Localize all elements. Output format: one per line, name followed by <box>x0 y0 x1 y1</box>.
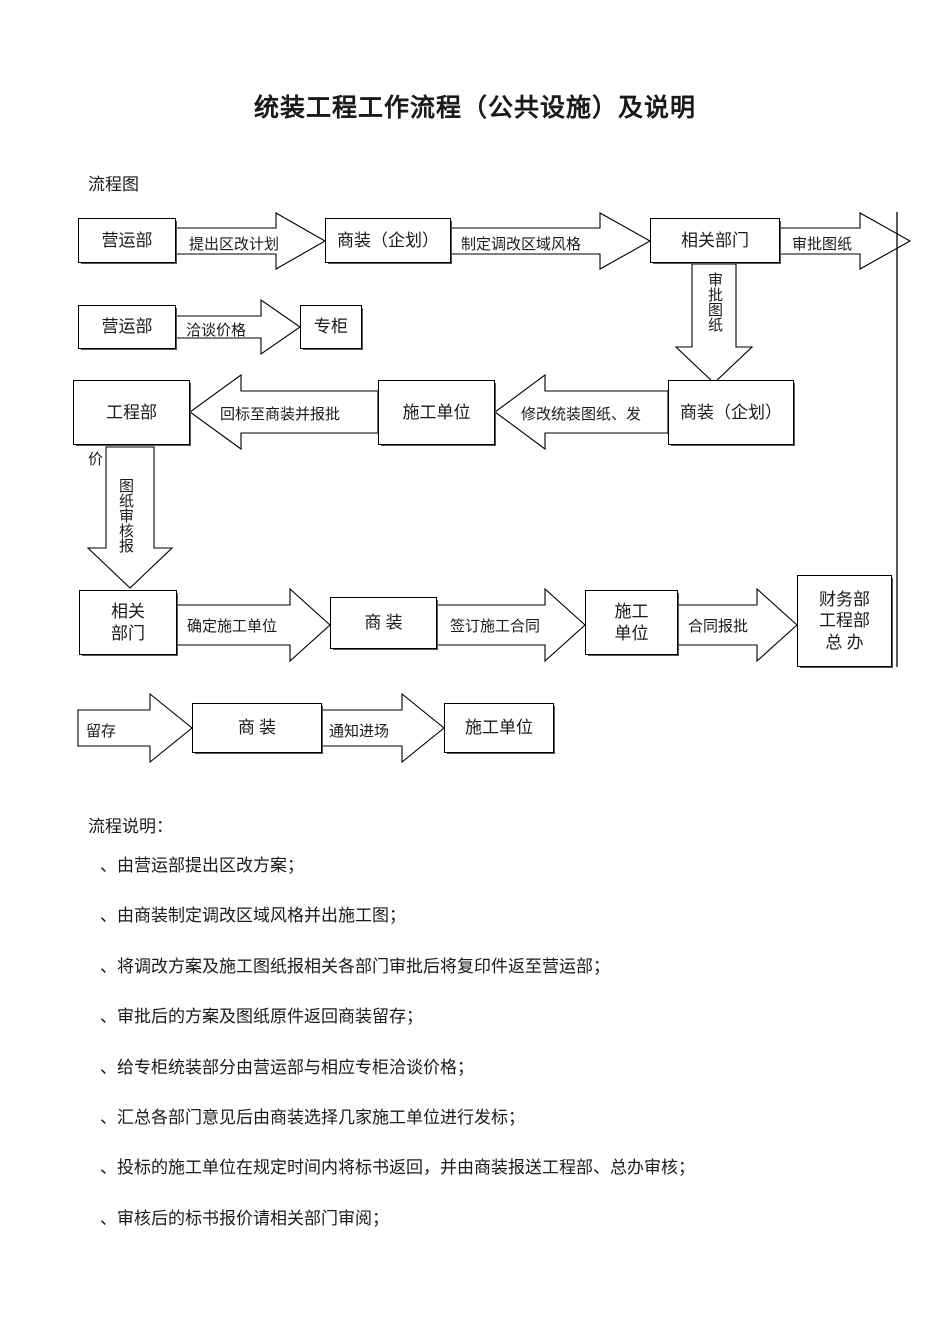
list-item: 、汇总各部门意见后由商装选择几家施工单位进行发标； <box>100 1107 525 1127</box>
box-merchandising-2: 商 装 <box>192 703 322 753</box>
list-item: 、审核后的标书报价请相关部门审阅； <box>100 1208 389 1228</box>
block-arrow-approve-drawings-vertical <box>674 263 754 384</box>
arrow-label-propose-renovation-plan: 提出区改计划 <box>189 237 280 253</box>
box-operations-dept-2: 营运部 <box>78 305 176 349</box>
arrow-label-confirm-construction-unit: 确定施工单位 <box>187 619 278 635</box>
block-arrow-confirm-construction-unit <box>176 587 331 663</box>
box-counter: 专柜 <box>300 305 362 349</box>
flowchart-diagram: 营运部 提出区改计划 商装（企划） 制定调改区域风格 相关部门 审批图纸 营运部… <box>73 212 912 764</box>
block-arrow-return-bid-to-merch <box>189 373 379 451</box>
block-arrow-sign-construction-contract <box>436 587 586 663</box>
list-item: 、投标的施工单位在规定时间内将标书返回，并由商装报送工程部、总办审核； <box>100 1158 695 1178</box>
arrow-label-sign-construction-contract: 签订施工合同 <box>450 619 541 635</box>
box-merchandising-1: 商 装 <box>330 597 437 649</box>
arrow-label-notify-entry: 通知进场 <box>329 724 390 740</box>
box-label: 工程部 <box>106 402 157 422</box>
box-finance-eng-gm: 财务部 工程部 总 办 <box>797 575 892 667</box>
box-label: 营运部 <box>101 230 153 250</box>
arrow-label-approve-drawings-vertical: 审批图纸 <box>706 272 722 332</box>
box-related-depts-2: 相关 部门 <box>79 590 177 655</box>
box-label: 相关部门 <box>681 230 749 250</box>
box-label: 商装（企划） <box>337 230 439 250</box>
box-merch-planning-1: 商装（企划） <box>325 218 451 263</box>
box-label: 商 装 <box>237 718 277 738</box>
arrow-label-return-bid-to-merch: 回标至商装并报批 <box>220 407 341 423</box>
description-list: 、由营运部提出区改方案； 、由商装制定调改区域风格并出施工图； 、将调改方案及施… <box>0 856 950 1259</box>
box-engineering-dept: 工程部 <box>73 380 190 445</box>
block-arrow-drawing-review-report <box>86 446 174 589</box>
box-label: 财务部 工程部 总 办 <box>819 590 870 652</box>
box-label: 专柜 <box>314 317 348 337</box>
box-merch-planning-2: 商装（企划） <box>668 380 794 445</box>
block-arrow-propose-renovation-plan <box>174 212 327 270</box>
arrow-label-price-fragment: 价 <box>88 452 104 468</box>
flowchart-section-label: 流程图 <box>88 175 139 194</box>
arrow-label-approve-drawings-right: 审批图纸 <box>792 237 853 253</box>
block-arrow-approve-drawings-right <box>778 212 912 270</box>
block-arrow-define-area-style <box>449 212 652 270</box>
flowchart-arrows-layer <box>77 212 912 764</box>
list-item: 、由商装制定调改区域风格并出施工图； <box>100 906 406 926</box>
box-construction-unit-2: 施工 单位 <box>585 590 678 655</box>
list-item: 、给专柜统装部分由营运部与相应专柜洽谈价格； <box>100 1057 474 1077</box>
arrow-label-drawing-review-report: 图纸审核报 <box>117 478 133 553</box>
arrow-label-keep-on-file: 留存 <box>86 724 117 740</box>
arrow-label-negotiate-price: 洽谈价格 <box>186 323 247 339</box>
box-construction-unit-3: 施工单位 <box>444 703 554 753</box>
arrow-label-contract-approval: 合同报批 <box>688 619 749 635</box>
page-title: 统装工程工作流程（公共设施）及说明 <box>253 95 696 122</box>
box-label: 商 装 <box>364 613 403 633</box>
box-label: 施工单位 <box>402 402 471 422</box>
arrow-label-revise-drawings-issue: 修改统装图纸、发 <box>521 407 642 423</box>
box-label: 商装（企划） <box>680 402 782 422</box>
block-arrow-revise-drawings-issue <box>494 373 669 451</box>
box-construction-unit-1: 施工单位 <box>378 380 495 445</box>
description-section-label: 流程说明： <box>88 817 173 836</box>
list-item: 、将调改方案及施工图纸报相关各部门审批后将复印件返至营运部； <box>100 956 610 976</box>
box-label: 营运部 <box>101 317 153 337</box>
arrow-label-define-area-style: 制定调改区域风格 <box>461 237 582 253</box>
block-arrow-contract-approval <box>677 587 798 663</box>
block-arrow-notify-entry <box>321 692 445 764</box>
box-label: 相关 部门 <box>111 602 145 643</box>
block-arrow-keep-on-file <box>77 692 193 764</box>
box-operations-dept-1: 营运部 <box>78 218 176 263</box>
box-label: 施工 单位 <box>614 602 649 643</box>
box-label: 施工单位 <box>465 718 533 738</box>
list-item: 、由营运部提出区改方案； <box>100 856 304 875</box>
block-arrow-negotiate-price <box>174 298 301 356</box>
list-item: 、审批后的方案及图纸原件返回商装留存； <box>100 1007 423 1027</box>
box-related-depts-1: 相关部门 <box>650 218 780 263</box>
